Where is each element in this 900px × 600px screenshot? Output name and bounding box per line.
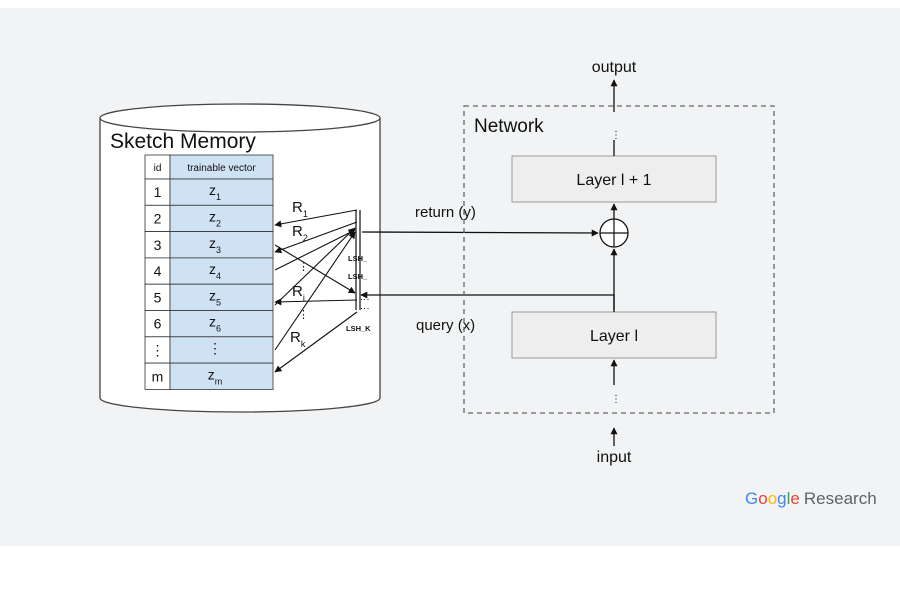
lsh-bar: ⋮⋮ <box>355 210 370 313</box>
retrieval-label-r2: R2 <box>292 223 308 243</box>
layer-top-box <box>511 155 717 203</box>
table-cell-vector: z1 <box>209 182 221 202</box>
table-cell-id: ⋮ <box>151 342 165 358</box>
layer-bottom-box <box>511 311 717 359</box>
table-cell-vector: zm <box>208 366 223 386</box>
lsh-label: LSH_ <box>348 254 368 263</box>
return-label: return (y) <box>415 204 476 221</box>
table-row: 1 z1 <box>144 178 274 206</box>
output-label: output <box>592 59 637 76</box>
table-cell-id: 6 <box>154 316 162 332</box>
network-box <box>463 105 775 414</box>
input-label: input <box>597 449 632 466</box>
query-label: query (x) <box>416 317 475 334</box>
network-top-dots: ⋮ <box>611 130 621 141</box>
lsh-dots: ⋮⋮ <box>360 295 370 313</box>
table-row: ⋮⋮ <box>144 336 274 364</box>
table-cell-id: 5 <box>154 289 162 305</box>
layer-bottom-label: Layer l <box>590 328 638 345</box>
table-cell-id: 3 <box>154 237 162 253</box>
table-cell-id: m <box>152 368 164 384</box>
lsh-label: LSH_ <box>348 272 368 281</box>
table-row: 5 z5 <box>144 283 274 311</box>
retrieval-vdots: ⋮ <box>298 309 309 321</box>
retrieval-vdots: ⋮ <box>298 261 309 273</box>
table-row: 4 z4 <box>144 257 274 285</box>
retrieval-label-r1: R1 <box>292 199 308 219</box>
table-cell-vector: ⋮ <box>208 340 222 356</box>
table-row: 6 z6 <box>144 310 274 338</box>
table-row: 2 z2 <box>144 204 274 233</box>
layer-top-label: Layer l + 1 <box>576 172 651 189</box>
table-cell-id: 2 <box>154 210 162 226</box>
table-cell-vector: z2 <box>209 208 221 228</box>
retrieval-label-ri: Ri <box>292 283 305 303</box>
retrieval-arrows <box>274 209 358 373</box>
table-cell-id: 4 <box>154 263 162 279</box>
table-header-id: id <box>154 163 162 174</box>
table-cell-vector: z4 <box>209 261 221 281</box>
table-row: 3 z3 <box>144 231 274 259</box>
sketch-memory-title: Sketch Memory <box>110 130 256 153</box>
table-header-vector: trainable vector <box>187 163 256 174</box>
table-cell-vector: z6 <box>209 314 221 334</box>
network-bottom-dots: ⋮ <box>611 394 621 405</box>
lsh-label: LSH_K <box>346 324 371 333</box>
retrieval-label-rk: Rk <box>290 329 306 349</box>
table-cell-vector: z5 <box>209 287 221 307</box>
sum-node <box>599 218 629 248</box>
table-cell-id: 1 <box>154 184 162 200</box>
return-arrow <box>361 229 599 237</box>
table-cell-vector: z3 <box>209 235 221 255</box>
table-row: m zm <box>144 362 274 390</box>
network-title: Network <box>474 116 544 137</box>
